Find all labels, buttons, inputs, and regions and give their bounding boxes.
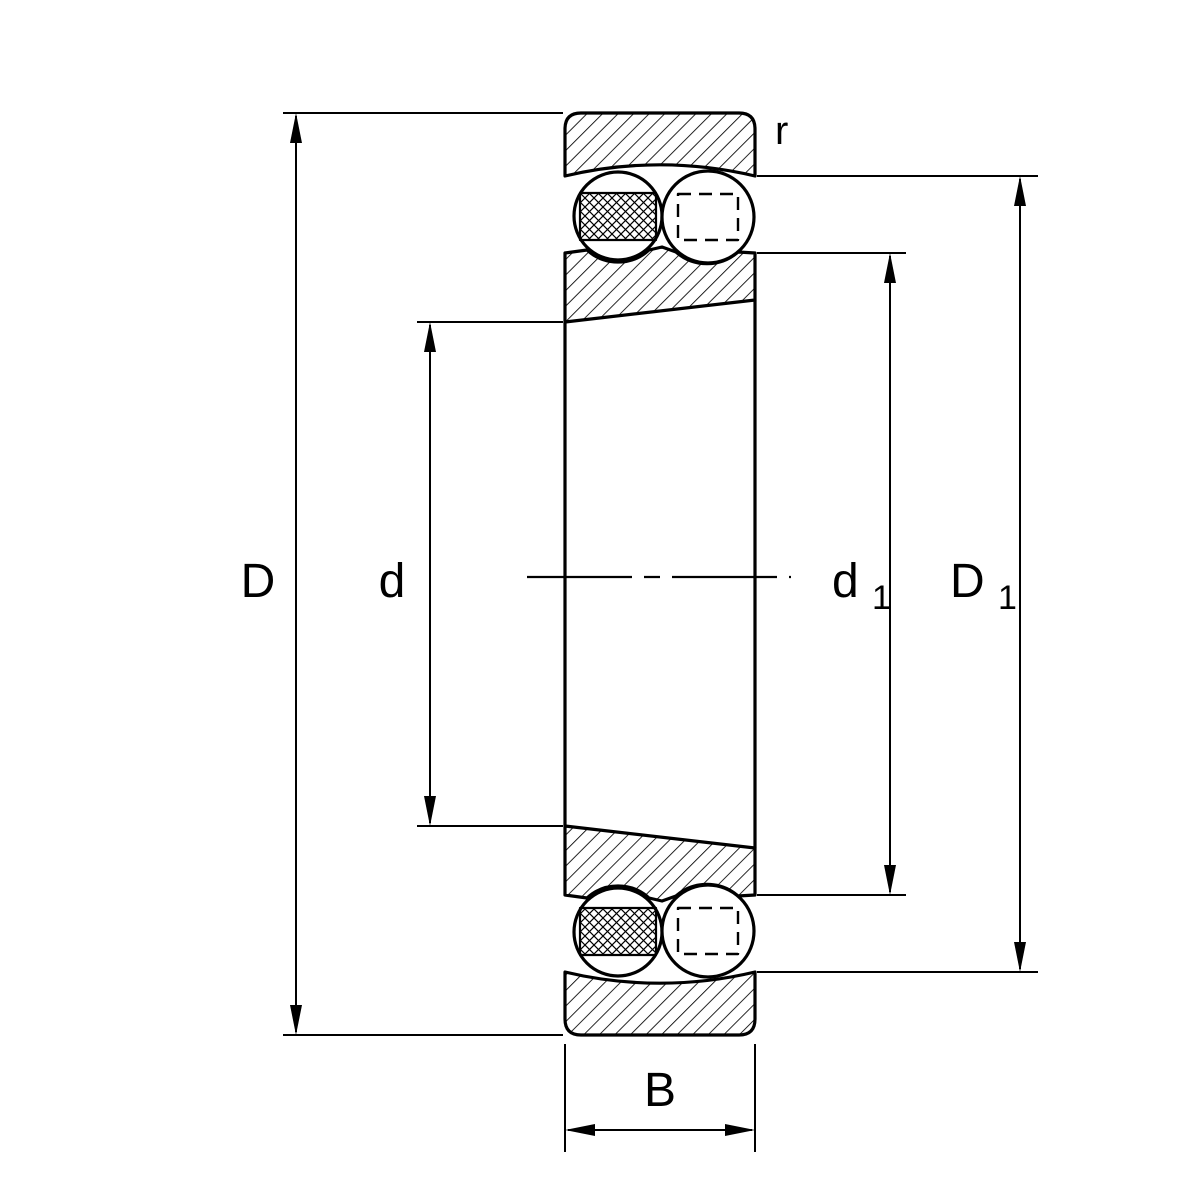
dimension-label-D1-subscript: 1	[998, 579, 1017, 617]
ball-top-right	[660, 169, 756, 265]
outer-ring-top-section	[563, 111, 757, 178]
dimension-label-B: B	[644, 1064, 676, 1117]
arrowhead	[565, 1124, 595, 1136]
dimension-B	[564, 1044, 756, 1152]
dimension-label-D: D	[241, 555, 276, 608]
dimension-d	[417, 321, 563, 827]
arrowhead	[1014, 176, 1026, 206]
dimension-label-d1: d 1	[832, 555, 891, 617]
cage-hidden-bottom	[676, 906, 740, 956]
bearing-structure	[527, 111, 791, 1037]
arrowhead	[884, 253, 896, 283]
cage-hidden-top	[676, 192, 740, 242]
dimension-label-D1-base: D	[950, 555, 985, 608]
arrowhead	[290, 113, 302, 143]
dimension-label-d1-base: d	[832, 555, 859, 608]
outer-ring-bottom-section	[563, 970, 757, 1037]
dimension-D1	[757, 175, 1038, 973]
dimension-d1	[757, 252, 906, 896]
cage-section-top	[578, 191, 658, 242]
arrowhead	[725, 1124, 755, 1136]
dimension-label-r: r	[775, 109, 788, 153]
arrowhead	[884, 865, 896, 895]
dimension-label-d1-subscript: 1	[872, 579, 891, 617]
cage-section-bottom	[578, 906, 658, 957]
ball-bottom-right	[660, 883, 756, 979]
dimension-label-D1: D 1	[950, 555, 1017, 617]
dimension-D	[283, 112, 563, 1036]
arrowhead	[1014, 942, 1026, 972]
arrowhead	[424, 796, 436, 826]
dimension-label-d: d	[379, 555, 406, 608]
arrowhead	[424, 322, 436, 352]
arrowhead	[290, 1005, 302, 1035]
dimensions	[283, 112, 1038, 1152]
dimension-labels: D d d 1 D 1 B r	[241, 109, 1017, 1117]
